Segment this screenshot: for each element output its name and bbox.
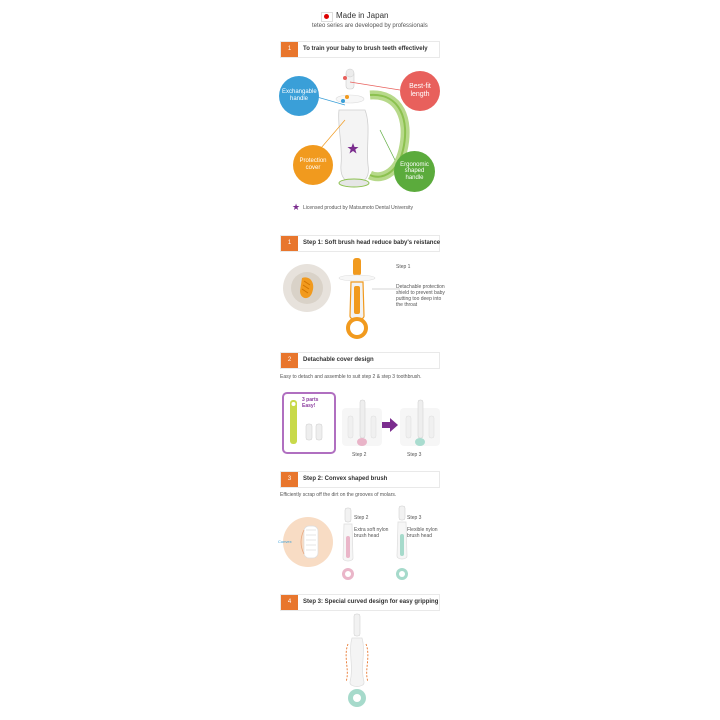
japan-flag-icon — [321, 12, 333, 22]
step1-label: Step 1 — [396, 264, 411, 270]
licensed-text: Licensed product by Matsumoto Dental Uni… — [303, 205, 414, 211]
step1-note: Detachable protection shield to prevent … — [396, 284, 445, 308]
section-number: 1 — [281, 236, 298, 251]
arrow-right-icon — [382, 418, 398, 432]
feature-best-fit-length: Best-fit length — [400, 71, 440, 111]
curved-handle-toothbrush-image — [345, 613, 369, 707]
step3-brush-note: Flexible nylon brush head — [407, 527, 438, 539]
section-title: Detachable cover design — [303, 357, 374, 363]
convex-label: Convex — [278, 539, 292, 544]
section-number: 4 — [281, 595, 298, 610]
feature-exchangeable-handle: Exchangable handle — [279, 76, 319, 116]
section-number: 1 — [281, 42, 298, 57]
section-title: Step 2: Convex shaped brush — [303, 476, 388, 482]
section-header-convex: 3 Step 2: Convex shaped brush — [280, 471, 440, 488]
step2-brush-note: Extra soft nylon brush head — [354, 527, 389, 539]
licensed-star-icon: ★ — [292, 202, 301, 212]
section-header-detachable: 2 Detachable cover design — [280, 352, 440, 369]
section-title: Step 1: Soft brush head reduce baby's re… — [303, 240, 441, 246]
section4-desc: Efficiently scrap off the dirt on the gr… — [280, 492, 397, 498]
section-title: To train your baby to brush teeth effect… — [303, 46, 428, 52]
section-number: 3 — [281, 472, 298, 487]
section3-desc: Easy to detach and assemble to suit step… — [280, 374, 422, 380]
made-in-japan-title: Made in Japan — [336, 11, 389, 20]
section-header-step1: 1 Step 1: Soft brush head reduce baby's … — [280, 235, 440, 252]
convex-brush-closeup-image — [283, 517, 333, 567]
section-title: Step 3: Special curved design for easy g… — [303, 599, 439, 605]
feature-protection-cover: Protection cover — [293, 145, 333, 185]
step3-caption: Step 3 — [407, 452, 422, 458]
parts-illustration — [290, 400, 323, 444]
section-header-train: 1 To train your baby to brush teeth effe… — [280, 41, 440, 58]
section-header-curved: 4 Step 3: Special curved design for easy… — [280, 594, 440, 611]
toothbrush-handle-illustration — [335, 68, 410, 188]
step2-cover-image — [342, 399, 382, 446]
soft-brush-closeup-image — [283, 264, 331, 312]
step1-toothbrush-image — [338, 258, 376, 339]
header-subtitle: teteo series are developed by profession… — [312, 23, 428, 29]
step3-cover-image — [400, 399, 440, 446]
three-parts-badge: 3 parts Easy! — [302, 397, 319, 409]
section-number: 2 — [281, 353, 298, 368]
step3-toothbrush-image — [396, 505, 408, 580]
step3-brush-label: Step 3 — [407, 515, 422, 521]
step2-brush-label: Step 2 — [354, 515, 369, 521]
feature-ergonomic-handle: Ergonomic shaped handle — [394, 151, 435, 192]
step2-caption: Step 2 — [352, 452, 367, 458]
callout-line — [372, 288, 400, 290]
step2-toothbrush-image — [342, 507, 354, 580]
three-parts-box: 3 parts Easy! — [282, 392, 336, 454]
